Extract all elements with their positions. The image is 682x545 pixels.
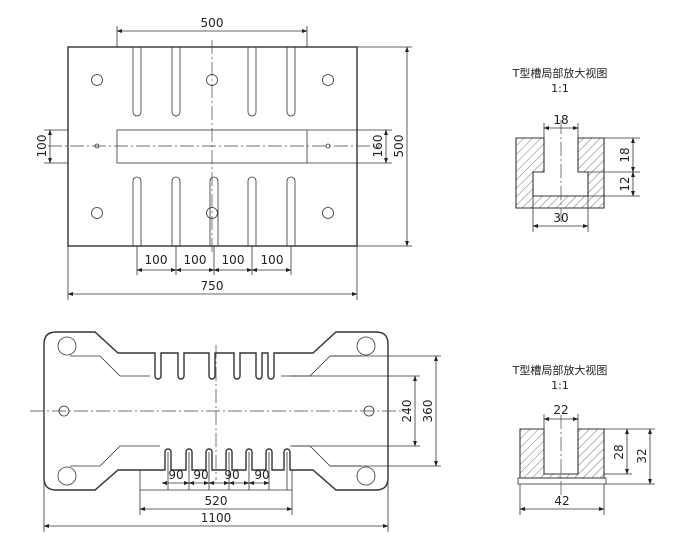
upper-slot — [286, 47, 296, 117]
dim-slot-100: 100 — [35, 129, 68, 164]
lower-slot — [286, 176, 296, 246]
dim-label: 12 — [618, 176, 632, 191]
corner-hole — [356, 336, 376, 356]
bolt-hole — [91, 74, 103, 86]
side-hole — [363, 405, 375, 417]
detail-title: T型槽局部放大视图 — [512, 66, 608, 80]
dim-inner-520: 520 — [139, 490, 293, 515]
detail-scale: 1:1 — [551, 379, 569, 392]
dim-label: 500 — [201, 16, 224, 30]
lower-slot — [209, 176, 219, 246]
bottom-plate-inner-contour — [70, 355, 362, 467]
top-plate-outline — [67, 46, 358, 247]
bottom-plate-view: 240 360 90 90 90 90 520 — [30, 331, 441, 532]
upper-slot — [132, 47, 142, 117]
dim-label: 100 — [145, 253, 168, 267]
bolt-hole — [91, 207, 103, 219]
upper-slot — [247, 47, 257, 117]
dim-label: 100 — [184, 253, 207, 267]
dim-label: 18 — [618, 147, 632, 162]
bottom-plate-outline — [43, 331, 389, 491]
top-plate-upper-slots — [132, 47, 296, 117]
dim-label: 90 — [224, 468, 239, 482]
top-plate-view: 500 500 160 100 — [35, 16, 412, 300]
dim-label: 520 — [205, 494, 228, 508]
dim-top-500: 500 — [116, 16, 308, 47]
dim-label: 90 — [168, 468, 183, 482]
dim-label: 360 — [421, 400, 435, 423]
dim-label: 18 — [553, 113, 568, 127]
bottom-plate-holes — [57, 336, 376, 486]
dim-label: 750 — [201, 279, 224, 293]
dim-label: 32 — [635, 448, 649, 463]
lower-slot — [247, 176, 257, 246]
dim-slot-160: 160 — [307, 129, 392, 164]
bolt-hole — [322, 74, 334, 86]
dim-overall-750: 750 — [67, 246, 358, 300]
dim-label: 100 — [261, 253, 284, 267]
dim-label: 100 — [35, 135, 49, 158]
corner-hole — [356, 466, 376, 486]
top-plate-lower-slots — [132, 176, 296, 246]
lower-slot — [132, 176, 142, 246]
corner-hole — [57, 466, 77, 486]
corner-hole — [57, 336, 77, 356]
upper-slot — [171, 47, 181, 117]
dim-label: 240 — [400, 400, 414, 423]
dim-label: 100 — [222, 253, 245, 267]
dim-label: 160 — [371, 135, 385, 158]
dim-label: 500 — [392, 135, 406, 158]
detail-view-2: T型槽局部放大视图 1:1 22 28 32 42 — [512, 363, 655, 515]
dim-label: 22 — [553, 403, 568, 417]
dim-right-500: 500 — [357, 46, 412, 247]
dim-overall-1100: 1100 — [43, 478, 389, 532]
bolt-hole — [322, 207, 334, 219]
bolt-hole — [206, 74, 218, 86]
detail-2-hatched-section — [519, 428, 605, 479]
dim-label: 90 — [193, 468, 208, 482]
pin-hole — [94, 143, 100, 149]
dim-label: 90 — [254, 468, 269, 482]
dim-spacing-100: 100 100 100 100 — [136, 246, 292, 275]
lower-slot — [171, 176, 181, 246]
dim-label: 30 — [553, 211, 568, 225]
dim-height-240-360: 240 360 — [290, 355, 441, 467]
detail-scale: 1:1 — [551, 82, 569, 95]
dim-label: 28 — [612, 444, 626, 459]
top-plate-center-slot — [116, 129, 308, 164]
dim-spacing-90: 90 90 90 90 — [161, 452, 288, 490]
detail-view-1: T型槽局部放大视图 1:1 18 18 12 30 — [512, 66, 640, 232]
pin-hole — [325, 143, 331, 149]
dim-label: 1100 — [201, 511, 232, 525]
side-hole — [58, 405, 70, 417]
dim-label: 42 — [554, 494, 569, 508]
detail-2-base — [517, 477, 607, 485]
detail-title: T型槽局部放大视图 — [512, 363, 608, 377]
detail-1-hatched-section — [515, 137, 605, 209]
bolt-hole — [206, 207, 218, 219]
top-plate-bolt-holes — [91, 74, 334, 219]
